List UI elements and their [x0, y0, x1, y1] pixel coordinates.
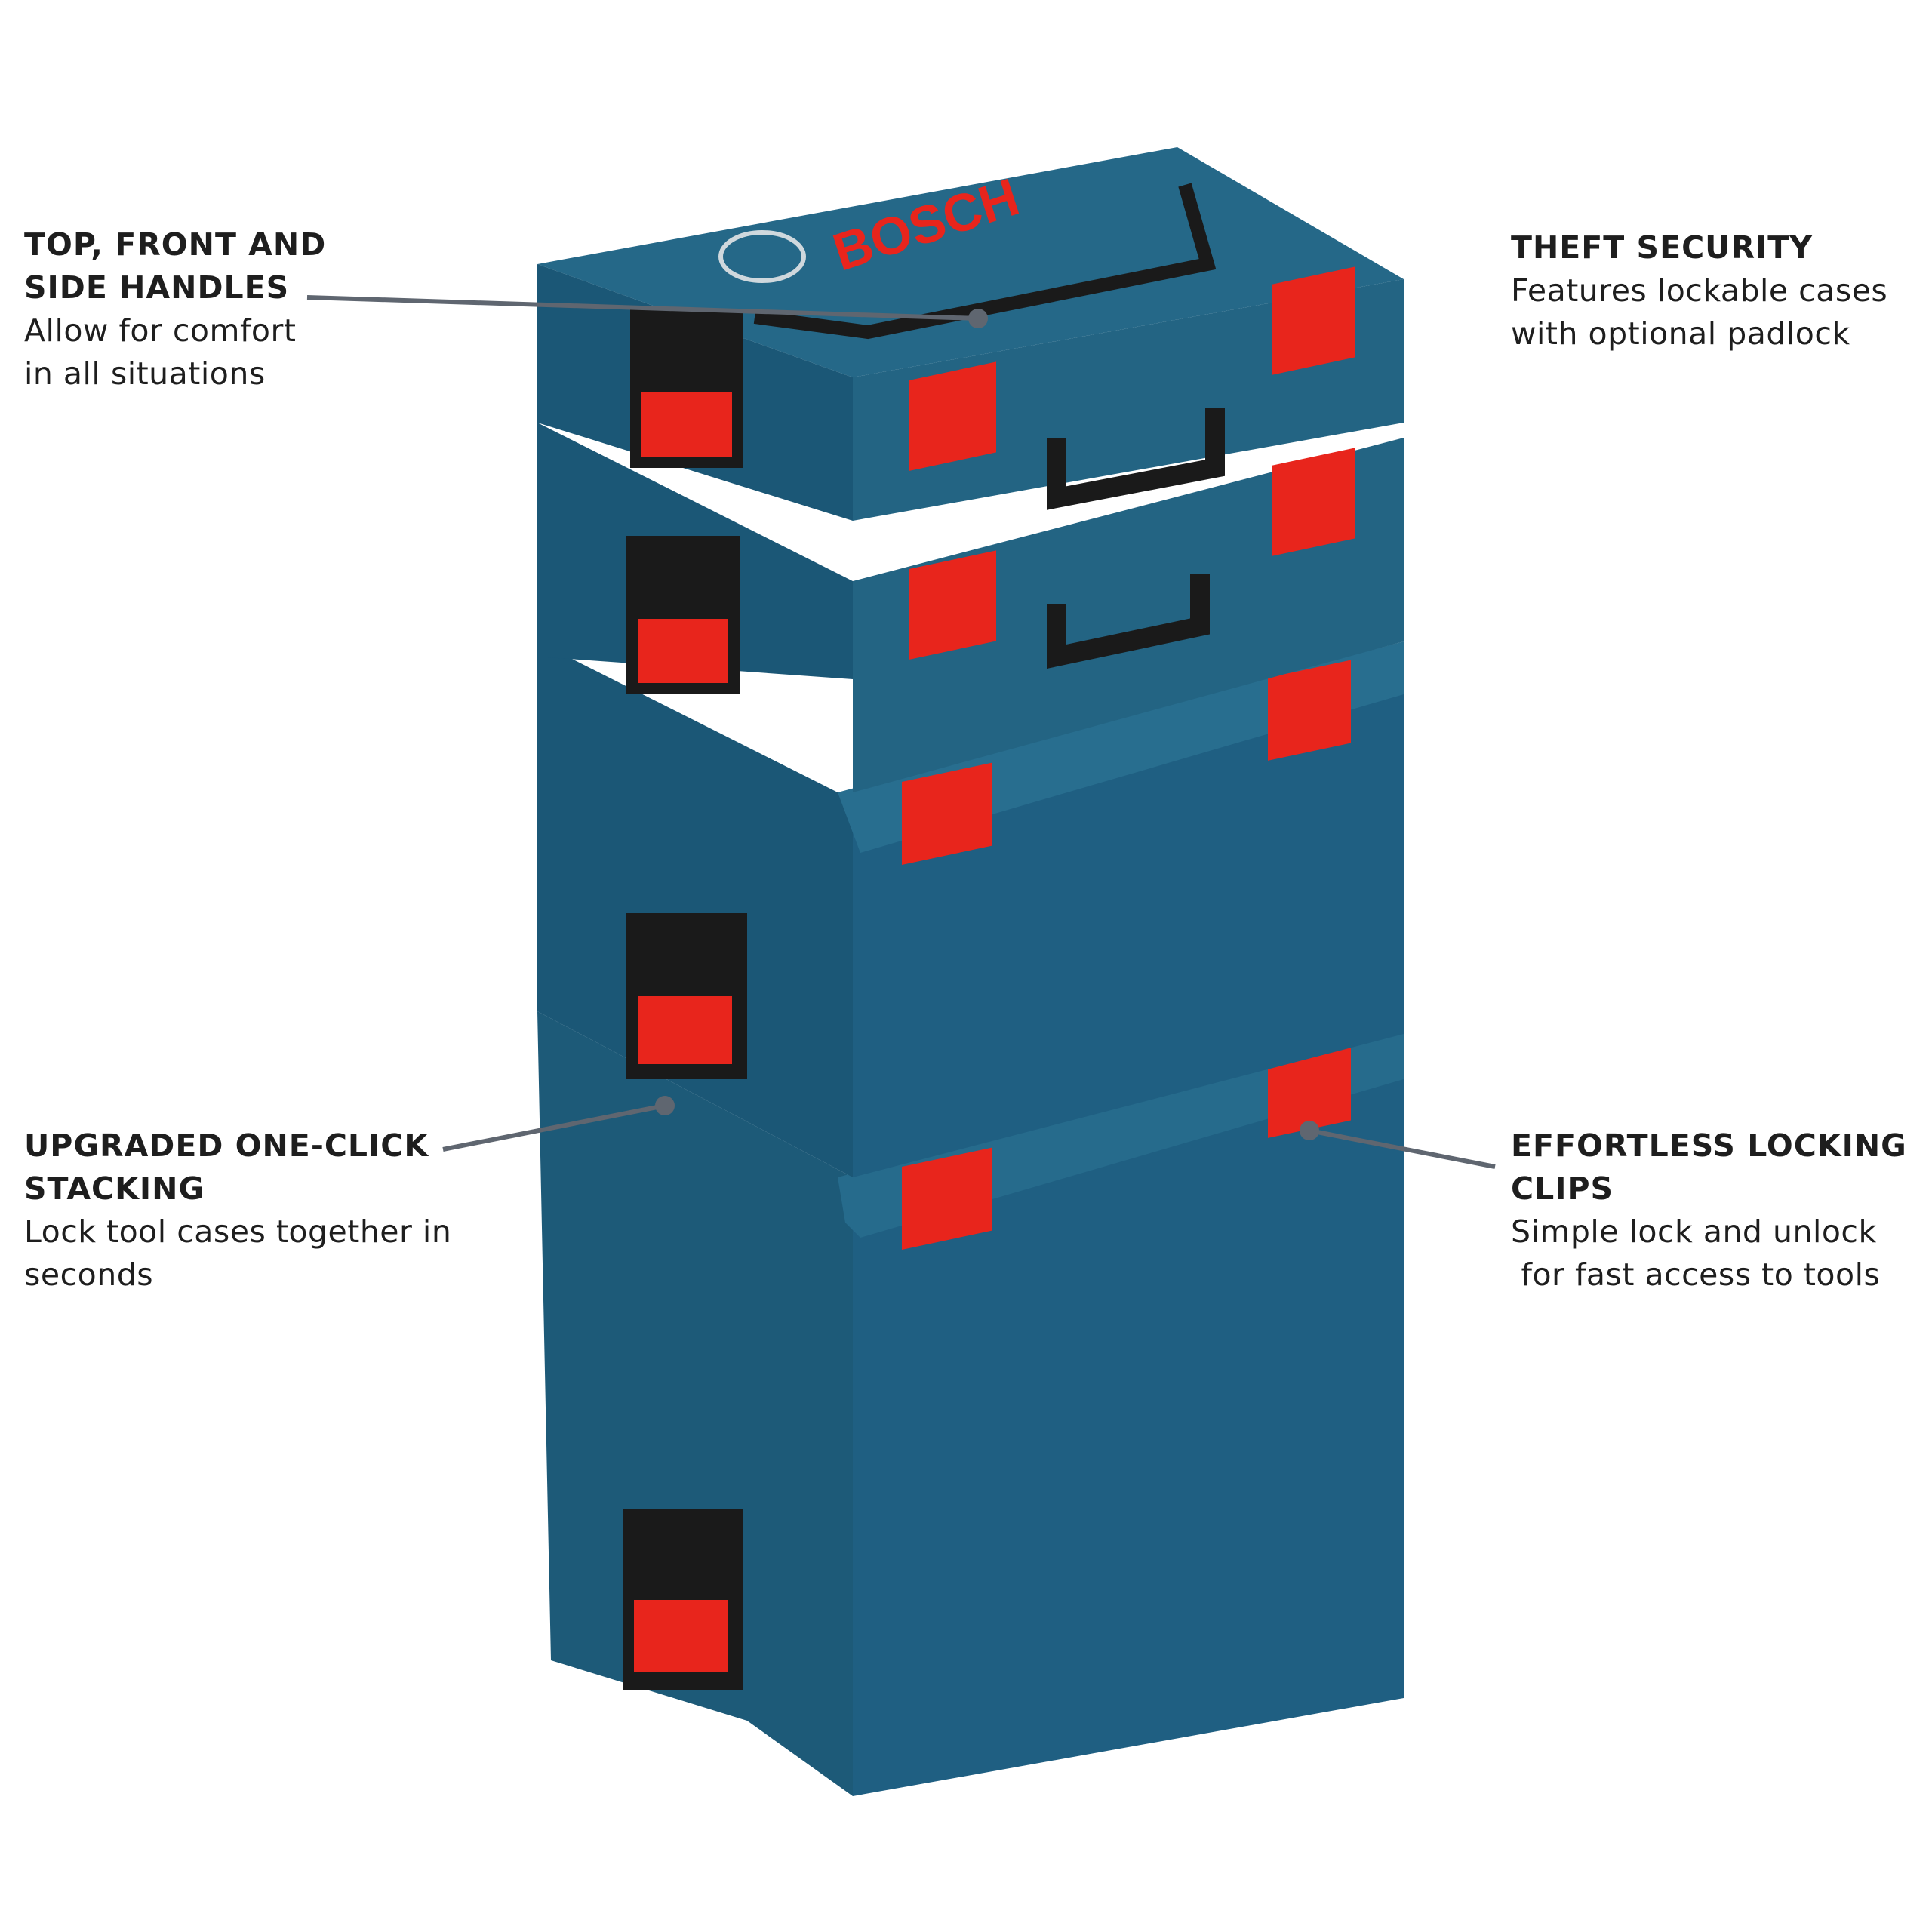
leader-dot-handles [968, 309, 988, 328]
leader-dot-clips [1300, 1121, 1319, 1140]
callout-desc: Simple lock and unlock [1511, 1214, 1877, 1250]
callout-desc: seconds [24, 1257, 154, 1293]
leader-lines [306, 295, 1496, 1169]
callout-title: THEFT SECURITY [1511, 229, 1813, 266]
leader-clips [1309, 1128, 1496, 1169]
callout-desc: Features lockable cases [1511, 272, 1888, 309]
leader-handles [306, 295, 979, 321]
callout-theft: THEFT SECURITY Features lockable cases w… [1511, 226, 1887, 355]
callout-title: EFFORTLESS LOCKING [1511, 1128, 1907, 1164]
callout-desc: Lock tool cases together in [24, 1214, 452, 1250]
callout-desc: in all situations [24, 355, 266, 392]
callout-desc: Allow for comfort [24, 312, 297, 349]
side-handles [623, 309, 747, 1690]
callout-desc: for fast access to tools [1511, 1257, 1881, 1293]
callout-clips: EFFORTLESS LOCKING CLIPS Simple lock and… [1511, 1124, 1907, 1297]
callout-stacking: UPGRADED ONE-CLICK STACKING Lock tool ca… [24, 1124, 451, 1297]
callout-title: CLIPS [1511, 1171, 1614, 1207]
callout-title: UPGRADED ONE-CLICK [24, 1128, 429, 1164]
case-tall-middle [537, 641, 1404, 1177]
leader-dot-stacking [655, 1096, 675, 1115]
leader-stacking [442, 1103, 666, 1152]
callout-handles: TOP, FRONT AND SIDE HANDLES Allow for co… [24, 223, 326, 395]
callout-title: TOP, FRONT AND [24, 226, 327, 263]
callout-title: STACKING [24, 1171, 205, 1207]
callout-title: SIDE HANDLES [24, 269, 290, 306]
callout-desc: with optional padlock [1511, 315, 1850, 352]
case-large-bottom [537, 1011, 1404, 1796]
